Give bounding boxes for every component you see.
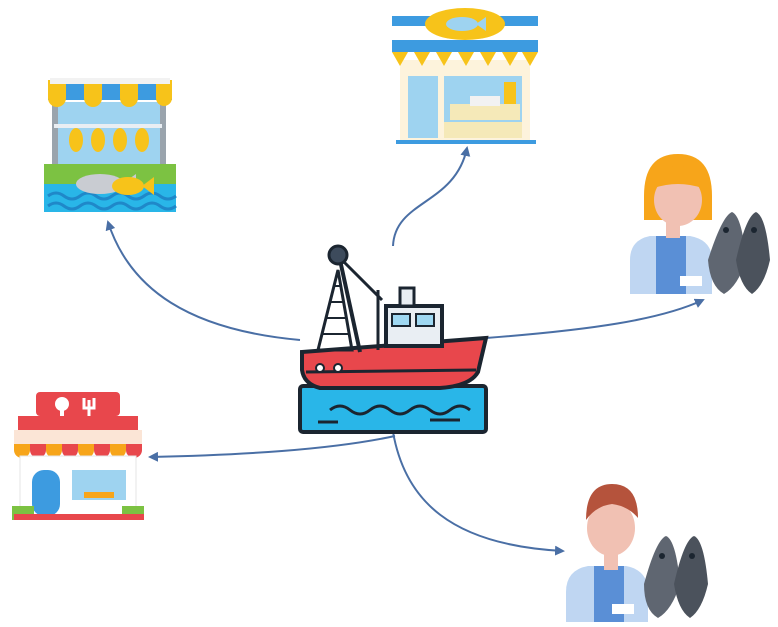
arrow-boat-to-fishmonger-woman [485,298,705,339]
fish-market-stall-icon [44,78,177,212]
arrow-boat-to-fishmonger-man [392,431,565,556]
arrow-boat-to-restaurant [148,435,396,462]
fishing-boat-icon [298,244,489,434]
fish-shop-icon [392,8,538,144]
arrow-boat-to-fish-shop [392,146,471,247]
connectors [105,146,705,556]
restaurant-icon [12,392,144,520]
fishmonger-woman-icon [630,154,770,294]
arrow-boat-to-market-stall [105,220,301,341]
fishmonger-man-icon [566,484,708,622]
